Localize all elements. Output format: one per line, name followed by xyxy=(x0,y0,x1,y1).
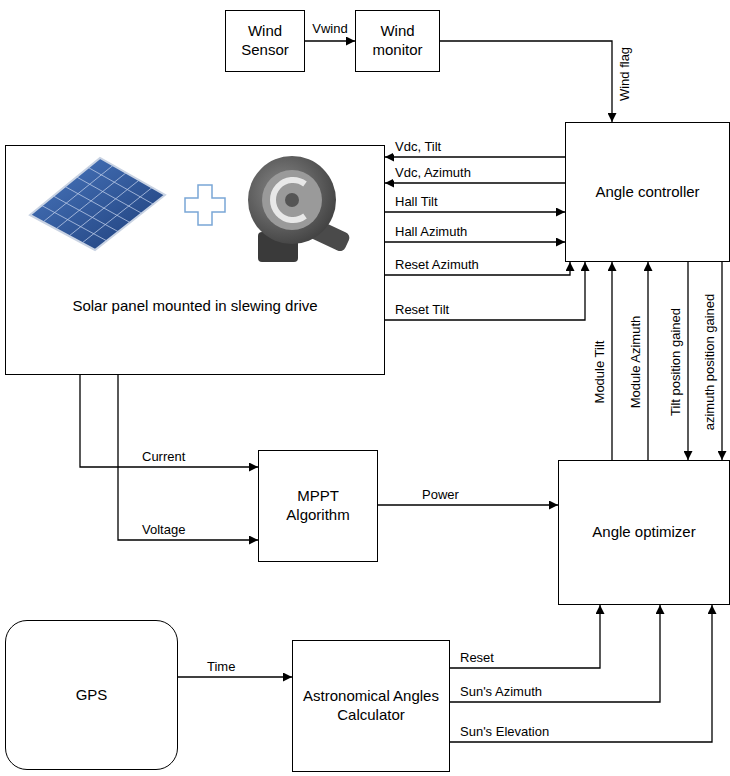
box-label: Angle optimizer xyxy=(592,523,695,542)
signal-label: Tilt position gained xyxy=(669,306,684,418)
signal-label: Power xyxy=(420,488,461,503)
signal-arrow xyxy=(611,262,612,460)
signal-arrow xyxy=(385,211,565,212)
signal-arrow xyxy=(647,262,648,460)
signal-label: Sun's Azimuth xyxy=(458,685,544,700)
mppt-box: MPPT Algorithm xyxy=(258,450,378,562)
signal-label: Vdc, Tilt xyxy=(393,140,443,155)
box-label: Wind Sensor xyxy=(232,22,298,60)
sensor-box: Wind Sensor xyxy=(225,10,305,72)
calculator-box: Astronomical Angles Calculator xyxy=(292,640,450,772)
signal-label: Module Azimuth xyxy=(629,314,644,411)
signal-arrow xyxy=(378,504,558,505)
slewing-drive-picture xyxy=(248,156,351,262)
signal-label: Reset Azimuth xyxy=(393,258,481,273)
gps-box: GPS xyxy=(5,620,178,770)
plus-symbol xyxy=(185,185,225,225)
signal-arrow xyxy=(450,605,600,668)
signal-arrow xyxy=(178,676,292,677)
panel-drive-box: Solar panel mounted in slewing drive xyxy=(5,145,385,375)
signal-label: Vwind xyxy=(310,22,349,37)
signal-label: Module Tilt xyxy=(593,339,608,406)
signal-label: Current xyxy=(140,450,187,465)
signal-label: Wind flag xyxy=(618,45,633,103)
signal-arrow xyxy=(687,262,688,460)
signal-arrow xyxy=(80,375,258,467)
signal-label: Voltage xyxy=(140,523,187,538)
signal-arrow xyxy=(385,241,565,242)
monitor-box: Wind monitor xyxy=(355,10,440,72)
signal-arrow xyxy=(305,40,355,41)
signal-label: Reset xyxy=(458,651,496,666)
signal-label: Reset Tilt xyxy=(393,303,451,318)
signal-arrow xyxy=(118,375,258,540)
optimizer-box: Angle optimizer xyxy=(558,460,730,605)
box-label: Angle controller xyxy=(595,183,699,202)
box-label: Solar panel mounted in slewing drive xyxy=(72,297,317,316)
signal-label: Hall Tilt xyxy=(393,195,440,210)
signal-label: azimuth position gained xyxy=(703,292,718,433)
box-label: GPS xyxy=(76,686,108,705)
signal-label: Sun's Elevation xyxy=(458,725,551,740)
signal-arrow xyxy=(385,156,565,157)
signal-arrow xyxy=(440,41,612,122)
controller-box: Angle controller xyxy=(565,122,730,262)
box-label: Astronomical Angles Calculator xyxy=(299,687,443,725)
signal-arrow xyxy=(721,262,722,460)
box-label: MPPT Algorithm xyxy=(265,487,371,525)
signal-label: Vdc, Azimuth xyxy=(393,166,473,181)
signal-arrow xyxy=(450,605,712,742)
signal-label: Time xyxy=(205,660,237,675)
signal-arrow xyxy=(385,182,565,183)
solar-panel-picture xyxy=(30,158,165,250)
signal-label: Hall Azimuth xyxy=(393,225,469,240)
box-label: Wind monitor xyxy=(362,22,433,60)
signal-arrow xyxy=(450,605,660,702)
